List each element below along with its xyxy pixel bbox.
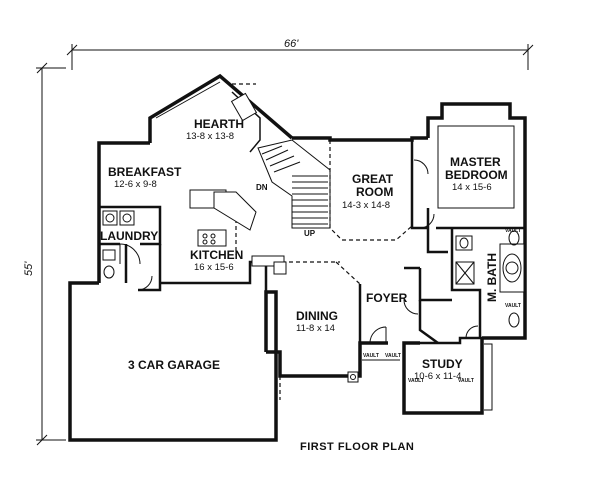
staircase: DN UP: [256, 139, 331, 238]
master-tray-ceiling: [437, 125, 515, 209]
vault-label-entry-left: VAULT: [363, 353, 379, 359]
room-dims: 12-6 x 9-8: [114, 179, 157, 190]
room-great-room: GREAT ROOM 14-3 x 14-8: [342, 172, 394, 211]
room-hearth: HEARTH 13-8 x 13-8: [186, 117, 244, 142]
exterior-walls: [68, 73, 527, 442]
vault-label-study-left: VAULT: [408, 378, 424, 384]
room-name: M. BATH: [485, 253, 499, 302]
room-name: KITCHEN: [190, 248, 243, 262]
depth-dimension: 55': [23, 62, 66, 446]
doors: [119, 159, 479, 344]
room-kitchen: KITCHEN 16 x 15-6: [190, 248, 243, 273]
room-name: GREAT: [352, 172, 394, 186]
vault-label-study-right: VAULT: [458, 378, 474, 384]
room-name: 3 CAR GARAGE: [128, 358, 220, 372]
room-dims: 14 x 15-6: [452, 182, 492, 193]
room-master-bedroom: MASTER BEDROOM 14 x 15-6: [445, 155, 508, 193]
plan-title: FIRST FLOOR PLAN: [300, 441, 414, 453]
room-name: LAUNDRY: [100, 229, 158, 243]
room-master-bath: M. BATH: [485, 253, 499, 302]
room-name: FOYER: [366, 291, 408, 305]
fireplace: [230, 91, 261, 153]
master-bath-fixtures: [455, 230, 525, 328]
room-dims: 11-8 x 14: [296, 323, 335, 334]
depth-label: 55': [23, 261, 35, 276]
vault-label-bath-top: VAULT: [505, 228, 521, 234]
room-breakfast: BREAKFAST 12-6 x 9-8: [108, 165, 182, 190]
room-name-line2: BEDROOM: [445, 168, 508, 182]
room-dims: 10-6 x 11-4: [414, 371, 461, 382]
room-study: STUDY 10-6 x 11-4: [414, 357, 463, 382]
stair-down-label: DN: [256, 183, 268, 192]
room-name: MASTER: [450, 155, 501, 169]
vault-label-bath: VAULT: [505, 303, 521, 309]
room-dining: DINING 11-8 x 14: [296, 309, 338, 334]
room-garage: 3 CAR GARAGE: [128, 358, 220, 372]
room-foyer: FOYER: [366, 291, 408, 305]
kitchen-fixtures: [189, 189, 287, 275]
stair-treads: [261, 145, 328, 225]
width-label: 66': [284, 38, 299, 50]
room-name: DINING: [296, 309, 338, 323]
room-laundry: LAUNDRY: [100, 229, 158, 243]
interior-walls: [99, 140, 525, 352]
vault-label-entry-right: VAULT: [385, 353, 401, 359]
room-name: BREAKFAST: [108, 165, 182, 179]
entry-porch: VAULT VAULT VAULT VAULT VAULT VAULT: [279, 228, 521, 411]
room-name: HEARTH: [194, 117, 244, 131]
room-name-line2: ROOM: [356, 185, 393, 199]
stair-up-label: UP: [304, 229, 316, 238]
room-dims: 14-3 x 14-8: [342, 200, 390, 211]
room-name: STUDY: [422, 357, 463, 371]
room-dims: 13-8 x 13-8: [186, 131, 234, 142]
room-dims: 16 x 15-6: [194, 262, 234, 273]
width-dimension: 66': [66, 38, 534, 70]
laundry-fixtures: [102, 210, 135, 279]
